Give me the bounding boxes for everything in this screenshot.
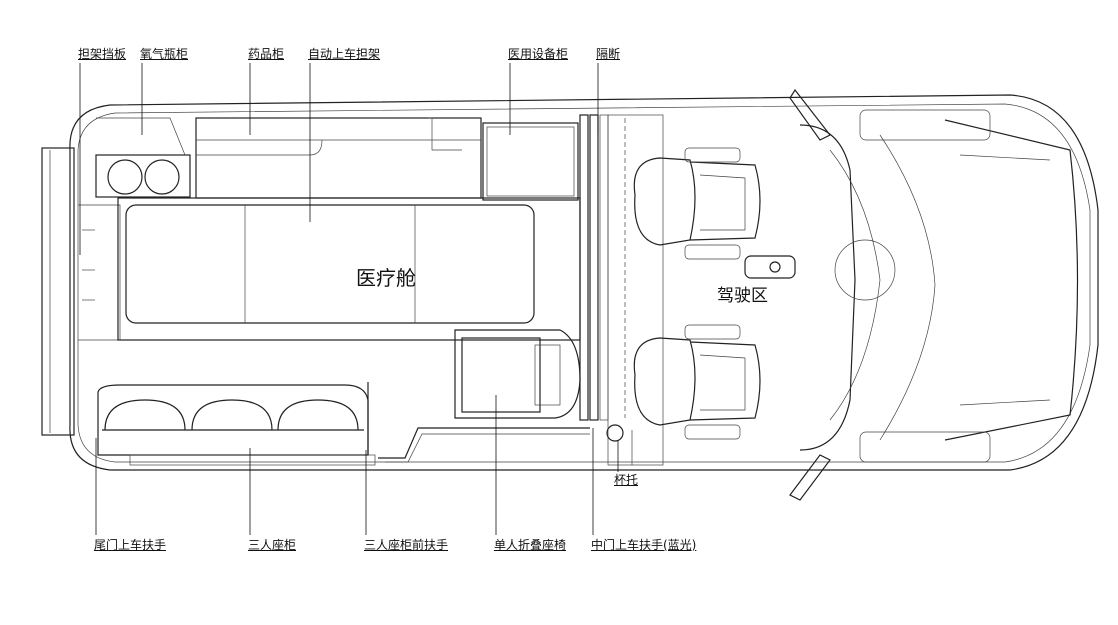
passenger-seat-top xyxy=(633,324,761,440)
medicine-cabinet-shape xyxy=(195,117,482,199)
oxygen-cabinet-label: 氧气瓶柜 xyxy=(140,47,189,61)
three-seat-front-handrail-label: 三人座柜前扶手 xyxy=(364,538,449,552)
equipment-cabinet-label: 医用设备柜 xyxy=(508,47,569,61)
oxygen-cabinet-shape xyxy=(95,117,191,198)
medical-cabin-zone-label: 医疗舱 xyxy=(356,266,416,290)
stretcher-baffle-label: 担架挡板 xyxy=(78,47,127,61)
partition-label: 隔断 xyxy=(596,47,621,61)
driving-area-zone-label: 驾驶区 xyxy=(717,286,768,306)
gear-selector-icon xyxy=(744,255,796,279)
equipment-cabinet-shape xyxy=(482,122,579,201)
middle-door-handrail-label: 中门上车扶手(蓝光) xyxy=(591,538,697,552)
cup-holder-label: 杯托 xyxy=(614,473,639,487)
driver-seat-top xyxy=(633,147,761,260)
folding-seat-label: 单人折叠座椅 xyxy=(494,538,567,552)
auto-stretcher-label: 自动上车担架 xyxy=(308,47,381,61)
stretcher-shape xyxy=(117,197,581,341)
side-rail xyxy=(378,424,633,465)
leader-lines xyxy=(79,63,619,535)
three-seat-cabinet-shape xyxy=(97,382,376,466)
vehicle-body-outline xyxy=(41,94,1099,471)
three-seat-cabinet-label: 三人座柜 xyxy=(248,538,297,552)
front-dashboard xyxy=(789,88,1079,501)
partition-shape xyxy=(579,114,664,466)
rear-door-handrail-label: 尾门上车扶手 xyxy=(94,538,167,552)
folding-seat-shape xyxy=(454,329,581,419)
medicine-cabinet-label: 药品柜 xyxy=(248,47,285,61)
